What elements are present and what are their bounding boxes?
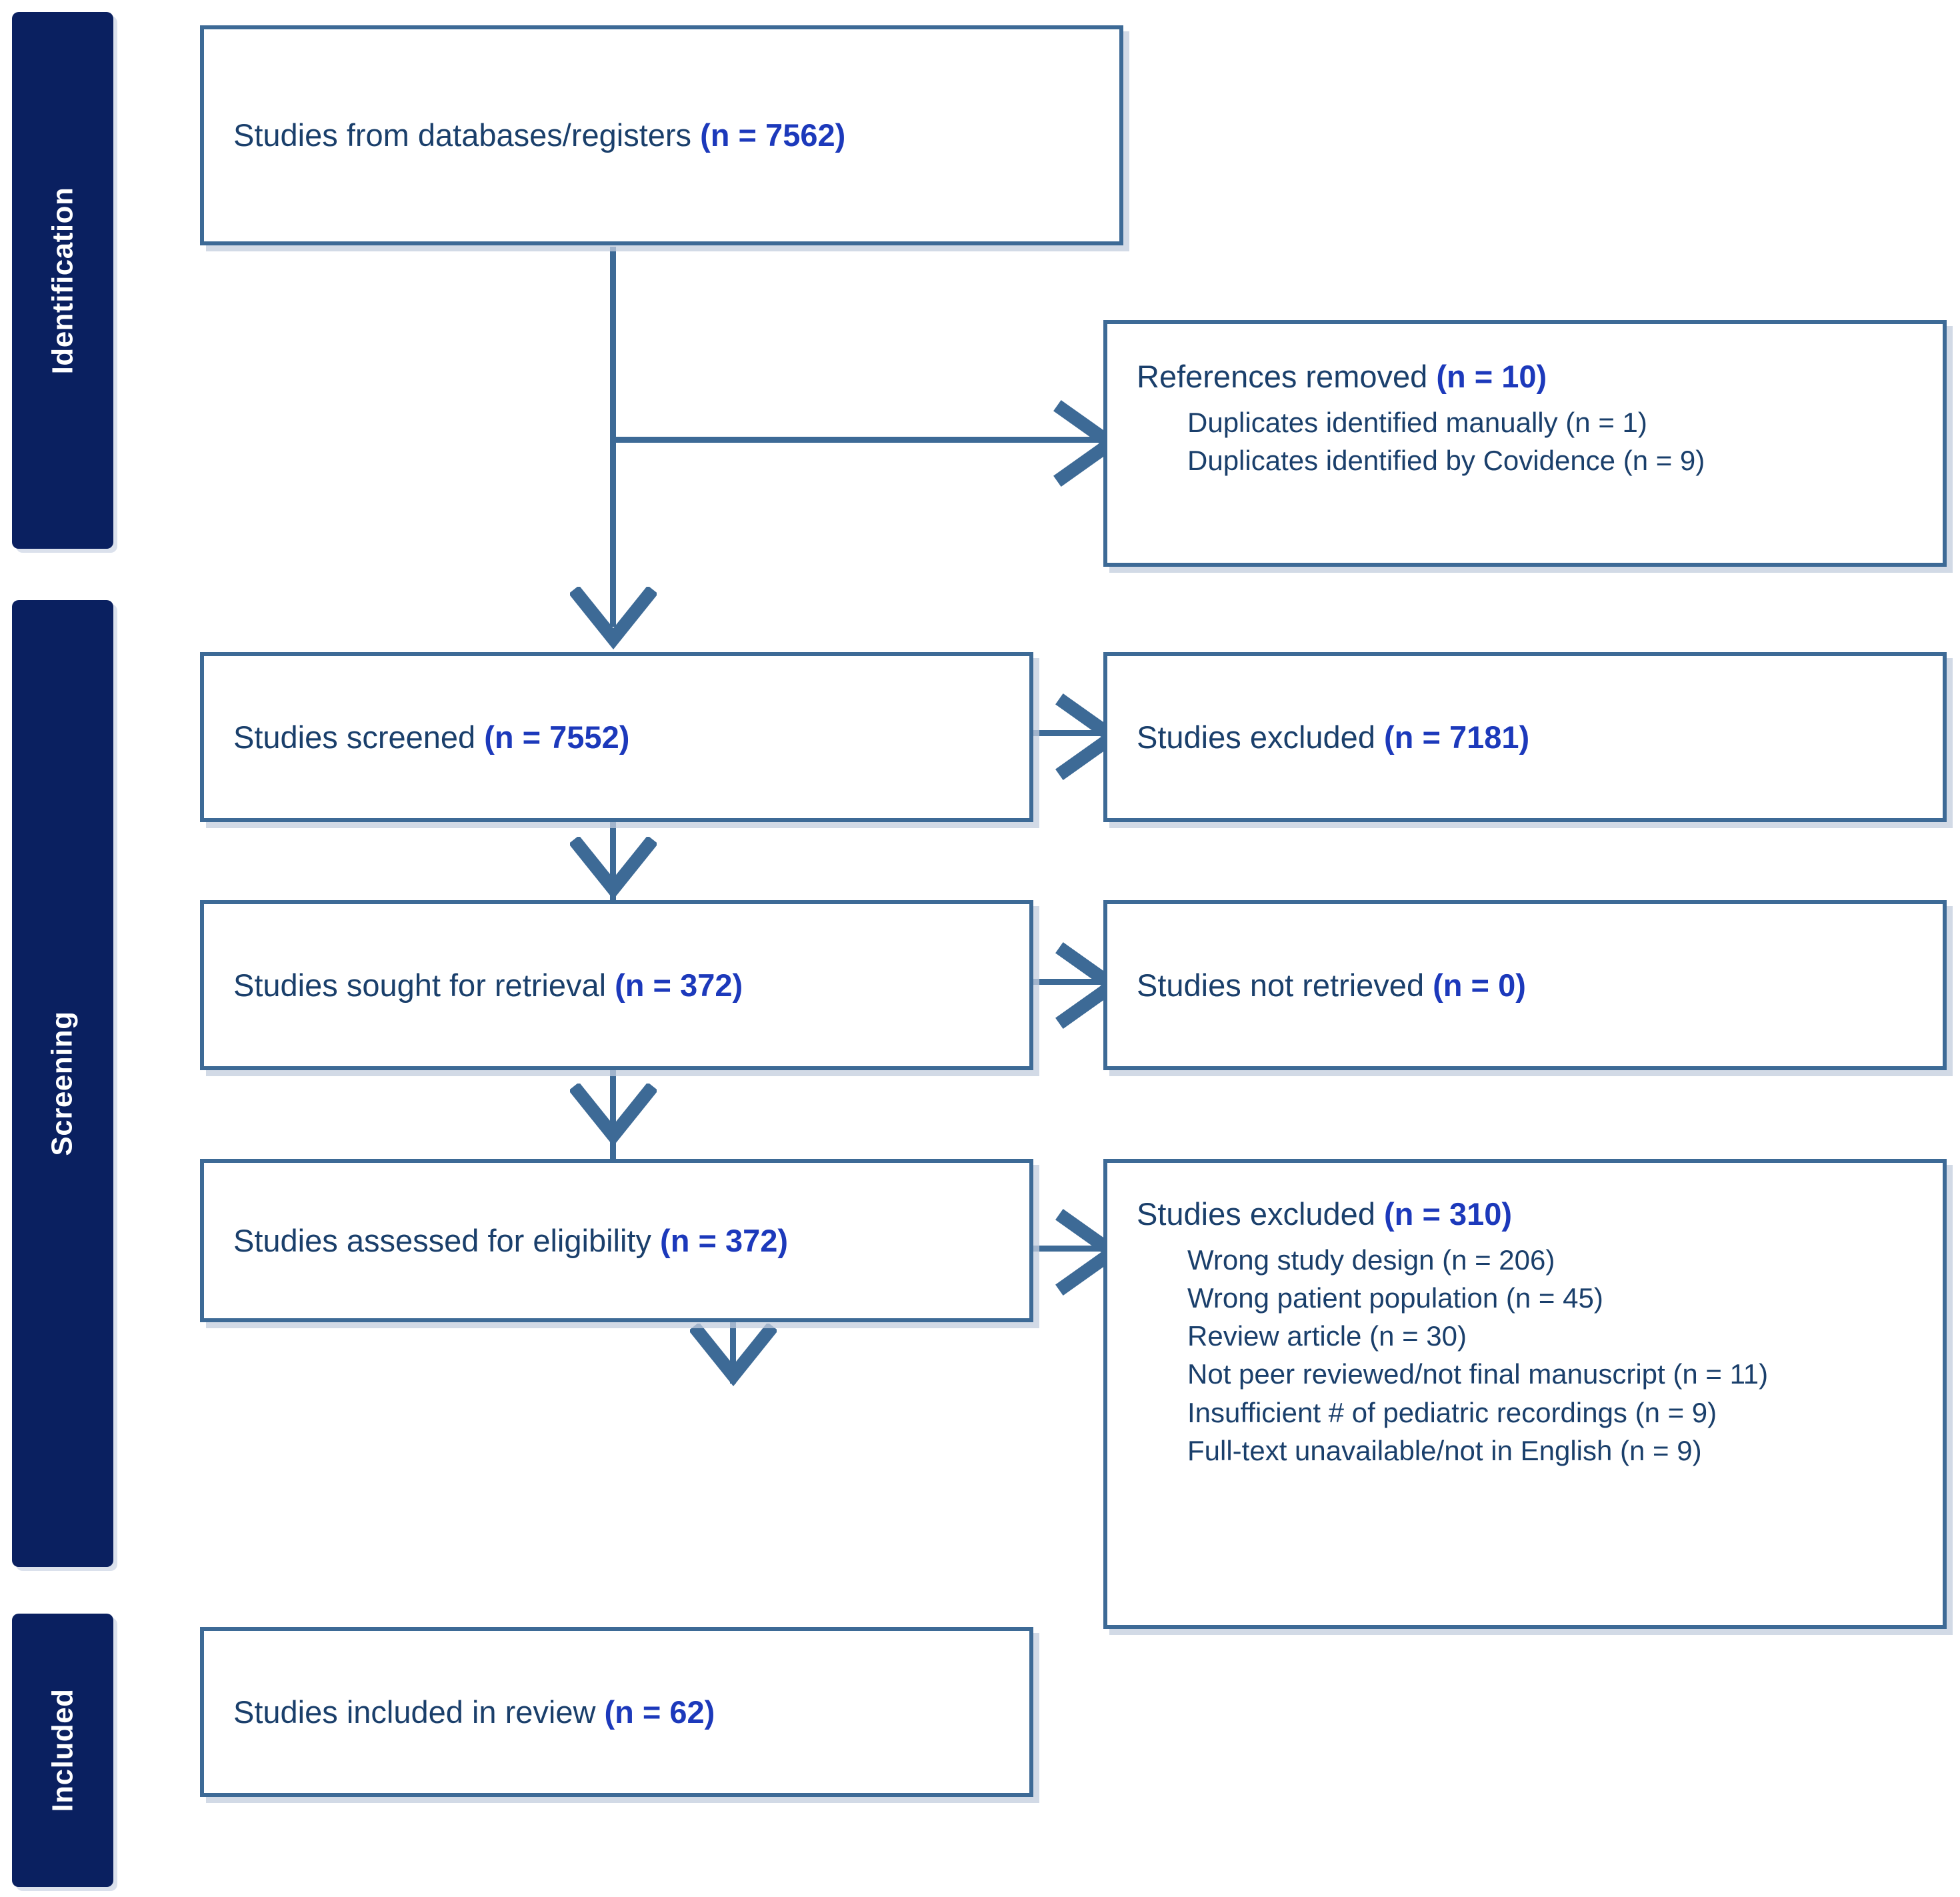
stage-label-identification: Identification: [46, 187, 79, 374]
arrowhead-screened-to-sought: [570, 837, 657, 907]
node-studies-included-in-review-count: (n = 62): [604, 1694, 715, 1730]
connector-screened-to-excluded: [1030, 730, 1110, 736]
node-studies-not-retrieved-count: (n = 0): [1433, 967, 1526, 1003]
list-item: Not peer reviewed/not final manuscript (…: [1187, 1358, 1769, 1390]
node-studies-included-in-review-title: Studies included in review (n = 62): [233, 1692, 1000, 1732]
list-item: Wrong patient population (n = 45): [1187, 1282, 1603, 1314]
connector-screened-to-sought: [610, 810, 616, 917]
node-studies-from-databases[interactable]: Studies from databases/registers (n = 75…: [200, 25, 1123, 245]
node-studies-excluded-screening-count: (n = 7181): [1384, 719, 1530, 755]
node-studies-excluded-eligibility-count: (n = 310): [1384, 1196, 1513, 1232]
stage-bar-screening: Screening: [12, 600, 113, 1567]
node-studies-assessed-for-eligibility-title: Studies assessed for eligibility (n = 37…: [233, 1220, 1000, 1261]
list-item: Full-text unavailable/not in English (n …: [1187, 1434, 1702, 1466]
node-studies-excluded-screening-label: Studies excluded: [1137, 719, 1375, 755]
node-studies-sought-for-retrieval-title: Studies sought for retrieval (n = 372): [233, 965, 1000, 1006]
node-studies-excluded-screening[interactable]: Studies excluded (n = 7181): [1103, 652, 1947, 822]
node-studies-assessed-for-eligibility[interactable]: Studies assessed for eligibility (n = 37…: [200, 1159, 1033, 1322]
connector-sought-to-not-retrieved: [1030, 979, 1110, 985]
stage-bar-included: Included: [12, 1614, 113, 1887]
node-studies-excluded-eligibility-reasons: Wrong study design (n = 206) Wrong patie…: [1137, 1241, 1913, 1470]
node-references-removed-reasons: Duplicates identified manually (n = 1) D…: [1137, 403, 1913, 479]
list-item: Duplicates identified by Covidence (n = …: [1187, 445, 1705, 477]
node-studies-excluded-eligibility-title: Studies excluded (n = 310): [1137, 1194, 1913, 1234]
node-studies-from-databases-label: Studies from databases/registers: [233, 117, 692, 153]
node-studies-from-databases-title: Studies from databases/registers (n = 75…: [233, 115, 1090, 155]
list-item: Wrong study design (n = 206): [1187, 1244, 1555, 1276]
node-studies-sought-for-retrieval[interactable]: Studies sought for retrieval (n = 372): [200, 900, 1033, 1070]
connector-eligibility-to-excluded: [1030, 1246, 1110, 1252]
node-studies-sought-for-retrieval-label: Studies sought for retrieval: [233, 967, 607, 1003]
node-studies-from-databases-count: (n = 7562): [700, 117, 846, 153]
list-item: Duplicates identified manually (n = 1): [1187, 407, 1647, 439]
node-studies-screened-count: (n = 7552): [484, 719, 630, 755]
node-studies-screened-label: Studies screened: [233, 719, 476, 755]
connector-sought-to-eligibility: [610, 1060, 616, 1174]
list-item: Insufficient # of pediatric recordings (…: [1187, 1396, 1717, 1428]
connector-databases-to-references-removed: [610, 437, 1103, 443]
node-references-removed[interactable]: References removed (n = 10) Duplicates i…: [1103, 320, 1947, 567]
node-studies-assessed-for-eligibility-label: Studies assessed for eligibility: [233, 1222, 651, 1258]
connector-eligibility-to-included: [730, 1317, 736, 1384]
list-item: Review article (n = 30): [1187, 1320, 1467, 1352]
node-studies-assessed-for-eligibility-count: (n = 372): [660, 1222, 789, 1258]
node-studies-included-in-review[interactable]: Studies included in review (n = 62): [200, 1627, 1033, 1797]
node-studies-not-retrieved-title: Studies not retrieved (n = 0): [1137, 965, 1913, 1006]
arrowhead-eligibility-to-included: [690, 1324, 777, 1394]
node-references-removed-title: References removed (n = 10): [1137, 356, 1913, 397]
stage-label-screening: Screening: [46, 1011, 79, 1156]
node-studies-sought-for-retrieval-count: (n = 372): [615, 967, 743, 1003]
node-studies-screened[interactable]: Studies screened (n = 7552): [200, 652, 1033, 822]
arrowhead-sought-to-eligibility: [570, 1084, 657, 1154]
node-references-removed-count: (n = 10): [1436, 359, 1547, 394]
node-references-removed-label: References removed: [1137, 359, 1428, 394]
node-studies-included-in-review-label: Studies included in review: [233, 1694, 596, 1730]
stage-label-included: Included: [46, 1688, 79, 1812]
arrowhead-databases-to-screened: [570, 587, 657, 657]
node-studies-excluded-screening-title: Studies excluded (n = 7181): [1137, 717, 1913, 757]
stage-bar-identification: Identification: [12, 12, 113, 549]
node-studies-excluded-eligibility-label: Studies excluded: [1137, 1196, 1375, 1232]
node-studies-screened-title: Studies screened (n = 7552): [233, 717, 1000, 757]
node-studies-not-retrieved-label: Studies not retrieved: [1137, 967, 1425, 1003]
node-studies-excluded-eligibility[interactable]: Studies excluded (n = 310) Wrong study d…: [1103, 1159, 1947, 1629]
node-studies-not-retrieved[interactable]: Studies not retrieved (n = 0): [1103, 900, 1947, 1070]
